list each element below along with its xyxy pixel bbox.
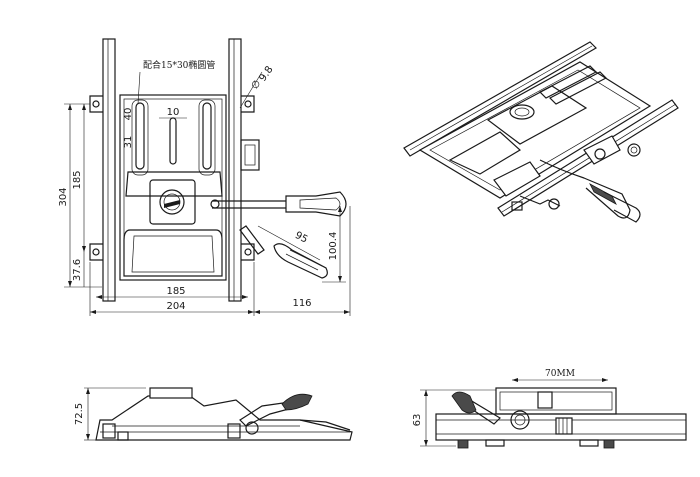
dim-63: 63 — [412, 414, 423, 427]
front-view: 70MM 63 — [412, 369, 687, 449]
dim-40: 40 — [123, 108, 134, 121]
side-hub — [149, 387, 193, 399]
lever-grip — [285, 191, 347, 217]
front-wheel — [510, 410, 530, 430]
mount-tab-bottom-right — [241, 243, 255, 261]
top-view — [89, 38, 347, 302]
top-view-dimensions: 304 185 37.6 185 204 116 100.4 95 40 — [58, 59, 351, 316]
mount-tab-top-left — [89, 95, 103, 113]
dim-72-5: 72.5 — [74, 403, 85, 425]
base-plate — [119, 94, 227, 281]
side-body — [95, 395, 353, 441]
dim-10: 10 — [167, 107, 180, 118]
front-spring — [555, 417, 573, 435]
dim-31: 31 — [123, 136, 134, 149]
tube-note: 配合15*30椭圆管 — [143, 59, 215, 71]
side-view: 72.5 — [74, 387, 353, 441]
mount-tab-bottom-left — [89, 243, 103, 261]
mount-tab-top-right — [241, 95, 255, 113]
dim-304: 304 — [58, 187, 69, 206]
dim-116: 116 — [292, 298, 311, 309]
hub-bolt — [159, 189, 185, 215]
angled-grip — [273, 243, 328, 279]
left-rail — [102, 38, 116, 302]
isometric-view — [403, 41, 679, 223]
front-carriage — [495, 387, 617, 415]
dim-204: 204 — [166, 301, 185, 312]
iso-rail-front — [497, 99, 679, 217]
side-grip — [281, 393, 313, 411]
iso-lever-grip — [603, 191, 641, 223]
iso-knob — [627, 143, 641, 157]
center-slot — [169, 117, 177, 165]
dim-185-horizontal: 185 — [166, 286, 185, 297]
front-grip — [451, 391, 477, 414]
dim-9-8: 9.8 — [257, 64, 275, 83]
angled-lever — [239, 225, 265, 255]
right-rail — [228, 38, 242, 302]
hub-plate — [149, 179, 196, 225]
iso-rail-back — [403, 41, 597, 157]
dim-100-4: 100.4 — [328, 232, 339, 261]
dim-70mm: 70MM — [545, 369, 575, 379]
dim-185-vertical: 185 — [72, 170, 83, 189]
lever-bracket — [240, 139, 260, 171]
dim-37-6: 37.6 — [72, 259, 83, 281]
dim-95: 95 — [293, 230, 309, 246]
